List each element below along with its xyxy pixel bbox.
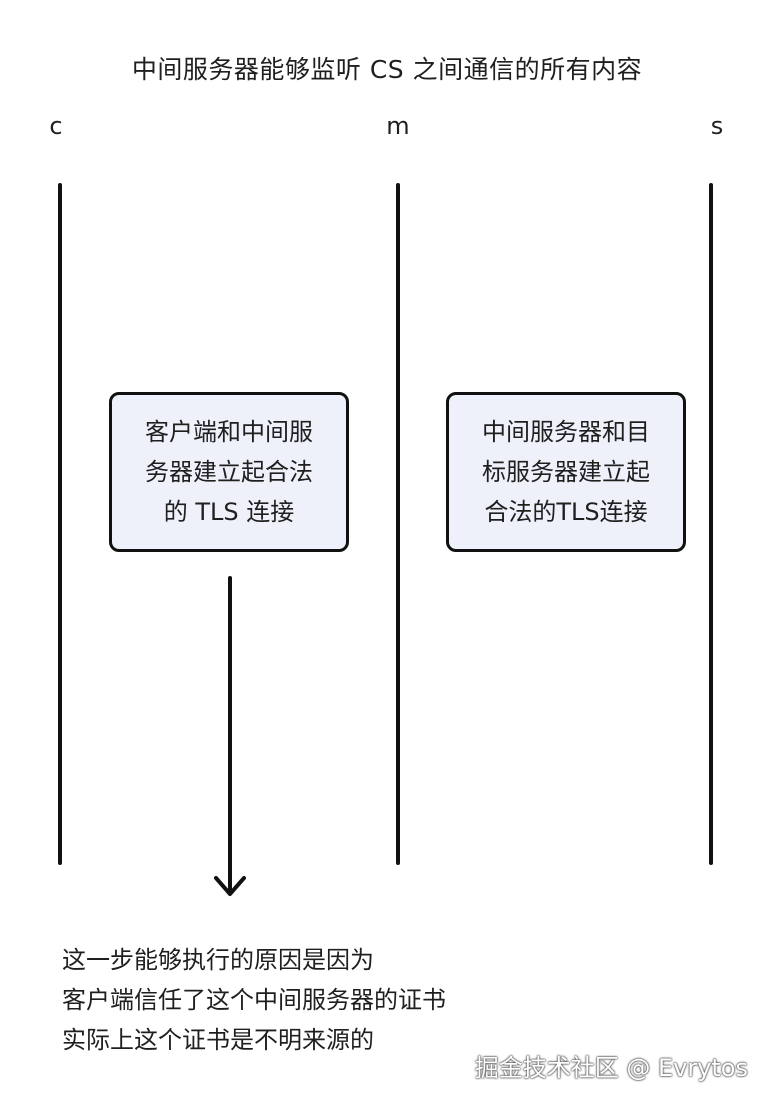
down-arrow bbox=[214, 576, 246, 896]
explanation-note: 这一步能够执行的原因是因为 客户端信任了这个中间服务器的证书 实际上这个证书是不… bbox=[62, 940, 446, 1060]
note-line-3: 实际上这个证书是不明来源的 bbox=[62, 1026, 374, 1054]
box-client-mitm-line-3: 的 TLS 连接 bbox=[163, 498, 295, 526]
box-client-mitm-line-2: 务器建立起合法 bbox=[145, 458, 313, 486]
note-line-1: 这一步能够执行的原因是因为 bbox=[62, 946, 374, 974]
box-mitm-server-line-1: 中间服务器和目 bbox=[482, 418, 650, 446]
lane-label-s: s bbox=[710, 112, 724, 140]
box-mitm-server-tls: 中间服务器和目 标服务器建立起 合法的TLS连接 bbox=[446, 392, 686, 552]
diagram-title: 中间服务器能够监听 CS 之间通信的所有内容 bbox=[131, 55, 643, 84]
box-mitm-server-line-2: 标服务器建立起 bbox=[482, 458, 650, 486]
lifeline-c bbox=[58, 183, 62, 865]
lane-label-m: m bbox=[386, 112, 410, 140]
note-line-2: 客户端信任了这个中间服务器的证书 bbox=[62, 986, 446, 1014]
lifeline-m bbox=[396, 183, 400, 865]
lane-label-c: c bbox=[49, 112, 63, 140]
box-mitm-server-line-3: 合法的TLS连接 bbox=[484, 498, 648, 526]
watermark: 掘金技术社区 @ Evrytos bbox=[474, 1054, 748, 1082]
box-client-mitm-line-1: 客户端和中间服 bbox=[145, 418, 313, 446]
lifeline-s bbox=[709, 183, 713, 865]
box-client-mitm-tls: 客户端和中间服 务器建立起合法 的 TLS 连接 bbox=[109, 392, 349, 552]
